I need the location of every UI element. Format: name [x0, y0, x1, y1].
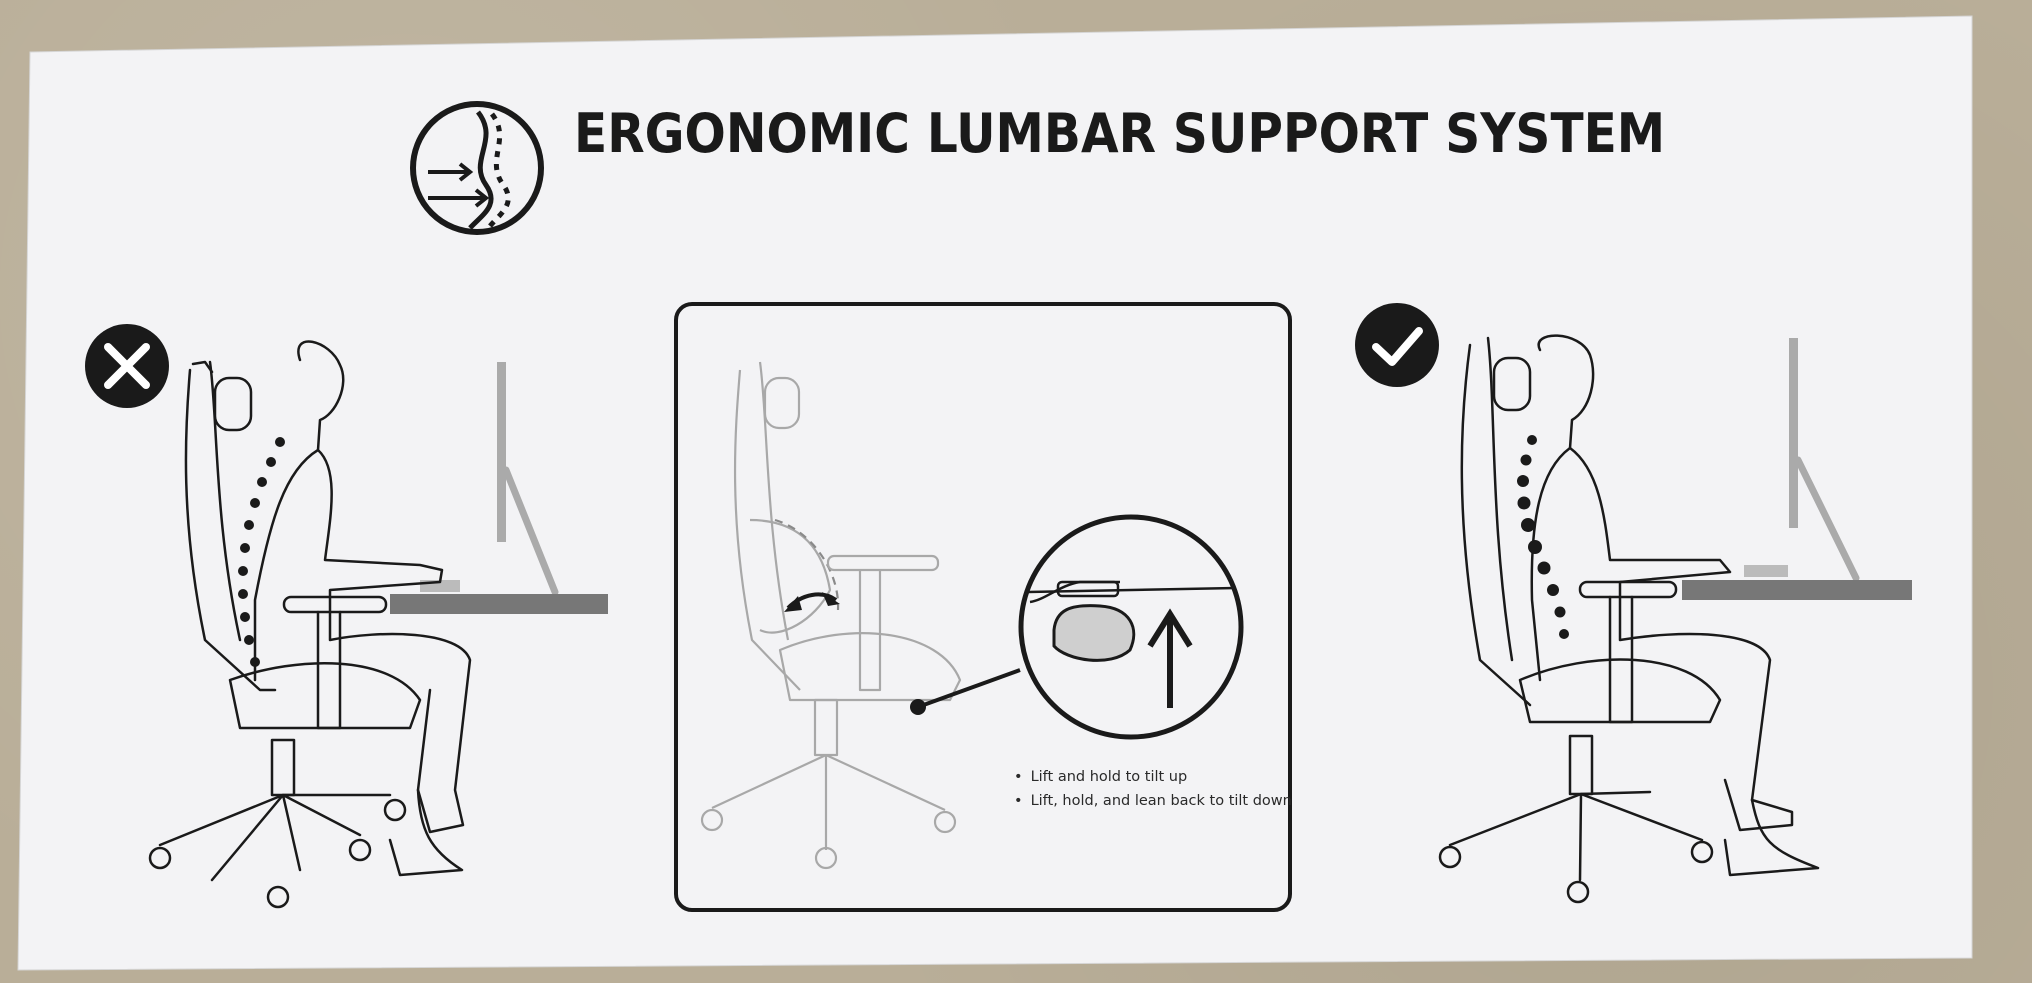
adjust-chair-illustration [700, 361, 962, 870]
adjust-instructions: Lift and hold to tilt up Lift, hold, and… [1014, 765, 1292, 813]
incorrect-posture-illustration [148, 340, 608, 909]
incorrect-spine-dots [238, 437, 285, 667]
instruction-tilt-up: Lift and hold to tilt up [1014, 765, 1292, 789]
correct-spine-dots [1517, 435, 1569, 639]
cross-icon [85, 324, 169, 408]
correct-posture-illustration [1438, 334, 1912, 904]
lever-magnifier [1018, 514, 1244, 740]
page-title: ERGONOMIC LUMBAR SUPPORT SYSTEM [574, 102, 1666, 165]
spine-lumbar-icon [410, 101, 544, 235]
adjust-panel-frame [674, 302, 1292, 912]
instruction-tilt-down: Lift, hold, and lean back to tilt down [1014, 789, 1292, 813]
check-icon [1355, 303, 1439, 387]
